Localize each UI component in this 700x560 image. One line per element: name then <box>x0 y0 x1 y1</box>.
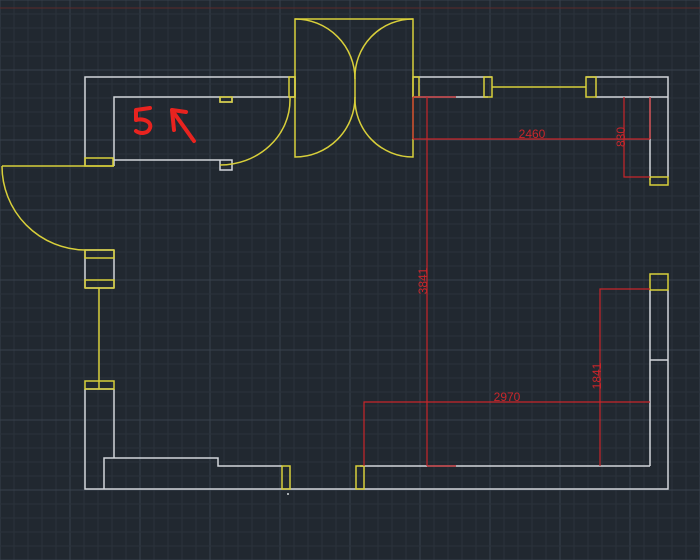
entrance-door-swing <box>1 165 86 251</box>
dim-box-right <box>599 288 650 466</box>
right-window-frame-bottom <box>649 273 669 291</box>
dim-label-width-top: 2460 <box>519 127 546 141</box>
left-window-frame-low <box>84 380 115 390</box>
markup-arrow-shaft <box>172 111 196 143</box>
double-door-left-swing-lower <box>294 96 356 158</box>
double-door-jamb-left <box>288 76 296 98</box>
wall-right <box>84 290 669 490</box>
double-door-right-swing <box>354 18 414 80</box>
double-door-left-swing <box>294 18 356 80</box>
dim-label-height-main: 3841 <box>416 267 430 294</box>
top-window-frame-right <box>585 76 597 98</box>
double-door-jamb-right <box>412 76 420 98</box>
right-window-frame-top <box>649 176 669 186</box>
wall-top-left <box>84 76 296 166</box>
closet-top-jamb <box>219 96 233 103</box>
handwritten-markup: 5↖ <box>134 106 196 143</box>
markup-digit-five <box>134 106 153 135</box>
left-window-frame <box>84 249 115 259</box>
markup-arrow-head <box>170 108 188 132</box>
dim-label-width-bottom: 2970 <box>494 390 521 404</box>
dimension-labels: 2460 830 3841 2970 1841 <box>416 127 628 404</box>
closet-door-swing <box>219 99 291 166</box>
dim-label-height-right: 1841 <box>590 362 604 389</box>
openings <box>1 18 669 490</box>
closet-shelf <box>114 159 233 171</box>
bottom-door-jamb-right <box>355 465 365 490</box>
dim-box-bottom <box>363 401 650 466</box>
bottom-door-jamb-left <box>281 465 291 490</box>
dim-box-small <box>623 97 650 178</box>
left-window-frame-mid <box>84 279 115 289</box>
top-window-frame-left <box>483 76 493 98</box>
closet-jamb-left <box>84 157 114 167</box>
cursor-dot <box>287 493 289 495</box>
double-door-left-leaf <box>294 18 355 97</box>
wall-top-right <box>586 76 669 177</box>
double-door-right-swing-lower <box>354 96 414 158</box>
dimension-lines <box>363 96 651 467</box>
counter-bottom <box>103 457 282 489</box>
dim-label-height-small: 830 <box>614 127 628 147</box>
